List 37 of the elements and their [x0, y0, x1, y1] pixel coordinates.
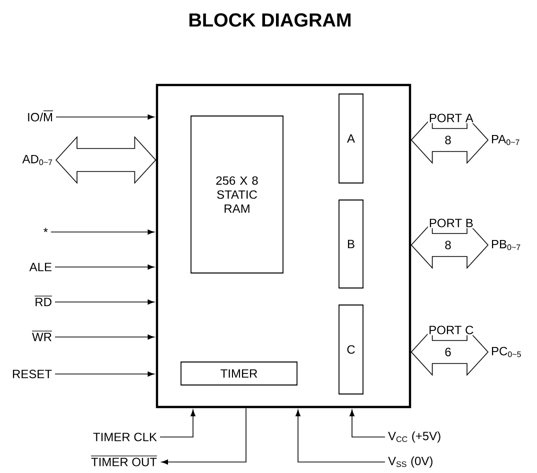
signal-label: TIMER CLK: [93, 432, 157, 442]
signal-label: V$_{SS}$ (0V): [388, 456, 432, 468]
memory-box: 256 X 8 STATIC RAM: [190, 116, 284, 274]
signal-label: WR: [32, 330, 52, 342]
signal-arrow: [50, 230, 154, 234]
signal-label: RD: [34, 296, 52, 306]
signal-arrow: [54, 264, 154, 270]
signal-arrow: [56, 114, 154, 120]
signal-label: ALE: [29, 262, 52, 272]
bus-width-label: 6: [445, 348, 451, 356]
port-label: PORT B: [428, 218, 474, 228]
signal-arrow: [160, 410, 196, 438]
timer-box: TIMER: [180, 362, 298, 386]
signal-label: PC$_{0~5}$: [492, 346, 521, 358]
signal-label: TIMER OUT: [90, 456, 158, 466]
chip-box: [156, 84, 412, 408]
port-box: A: [338, 94, 364, 184]
port-label: PORT C: [428, 324, 475, 336]
signal-arrow: [296, 410, 386, 462]
signal-arrow: [54, 300, 154, 304]
signal-label: PB$_{0~7}$: [492, 240, 520, 250]
signal-label: IO/M: [28, 110, 54, 122]
bus-width-label: 8: [445, 240, 451, 250]
signal-label: V$_{CC}$ (+5V): [388, 431, 440, 443]
signal-arrow: [54, 372, 154, 376]
signal-label: AD$_{0~7}$: [22, 154, 52, 166]
title: BLOCK DIAGRAM: [189, 13, 350, 27]
bus-width-label: 8: [445, 136, 451, 144]
signal-label: *: [44, 228, 48, 232]
signal-arrow: [350, 410, 386, 438]
port-box: B: [338, 200, 364, 288]
signal-arrow: [161, 408, 246, 464]
signal-label: PA$_{0~7}$: [492, 134, 520, 146]
port-label: PORT A: [428, 112, 474, 124]
signal-arrow: [54, 334, 154, 340]
port-box: C: [338, 304, 364, 394]
signal-label: RESET: [12, 370, 52, 378]
